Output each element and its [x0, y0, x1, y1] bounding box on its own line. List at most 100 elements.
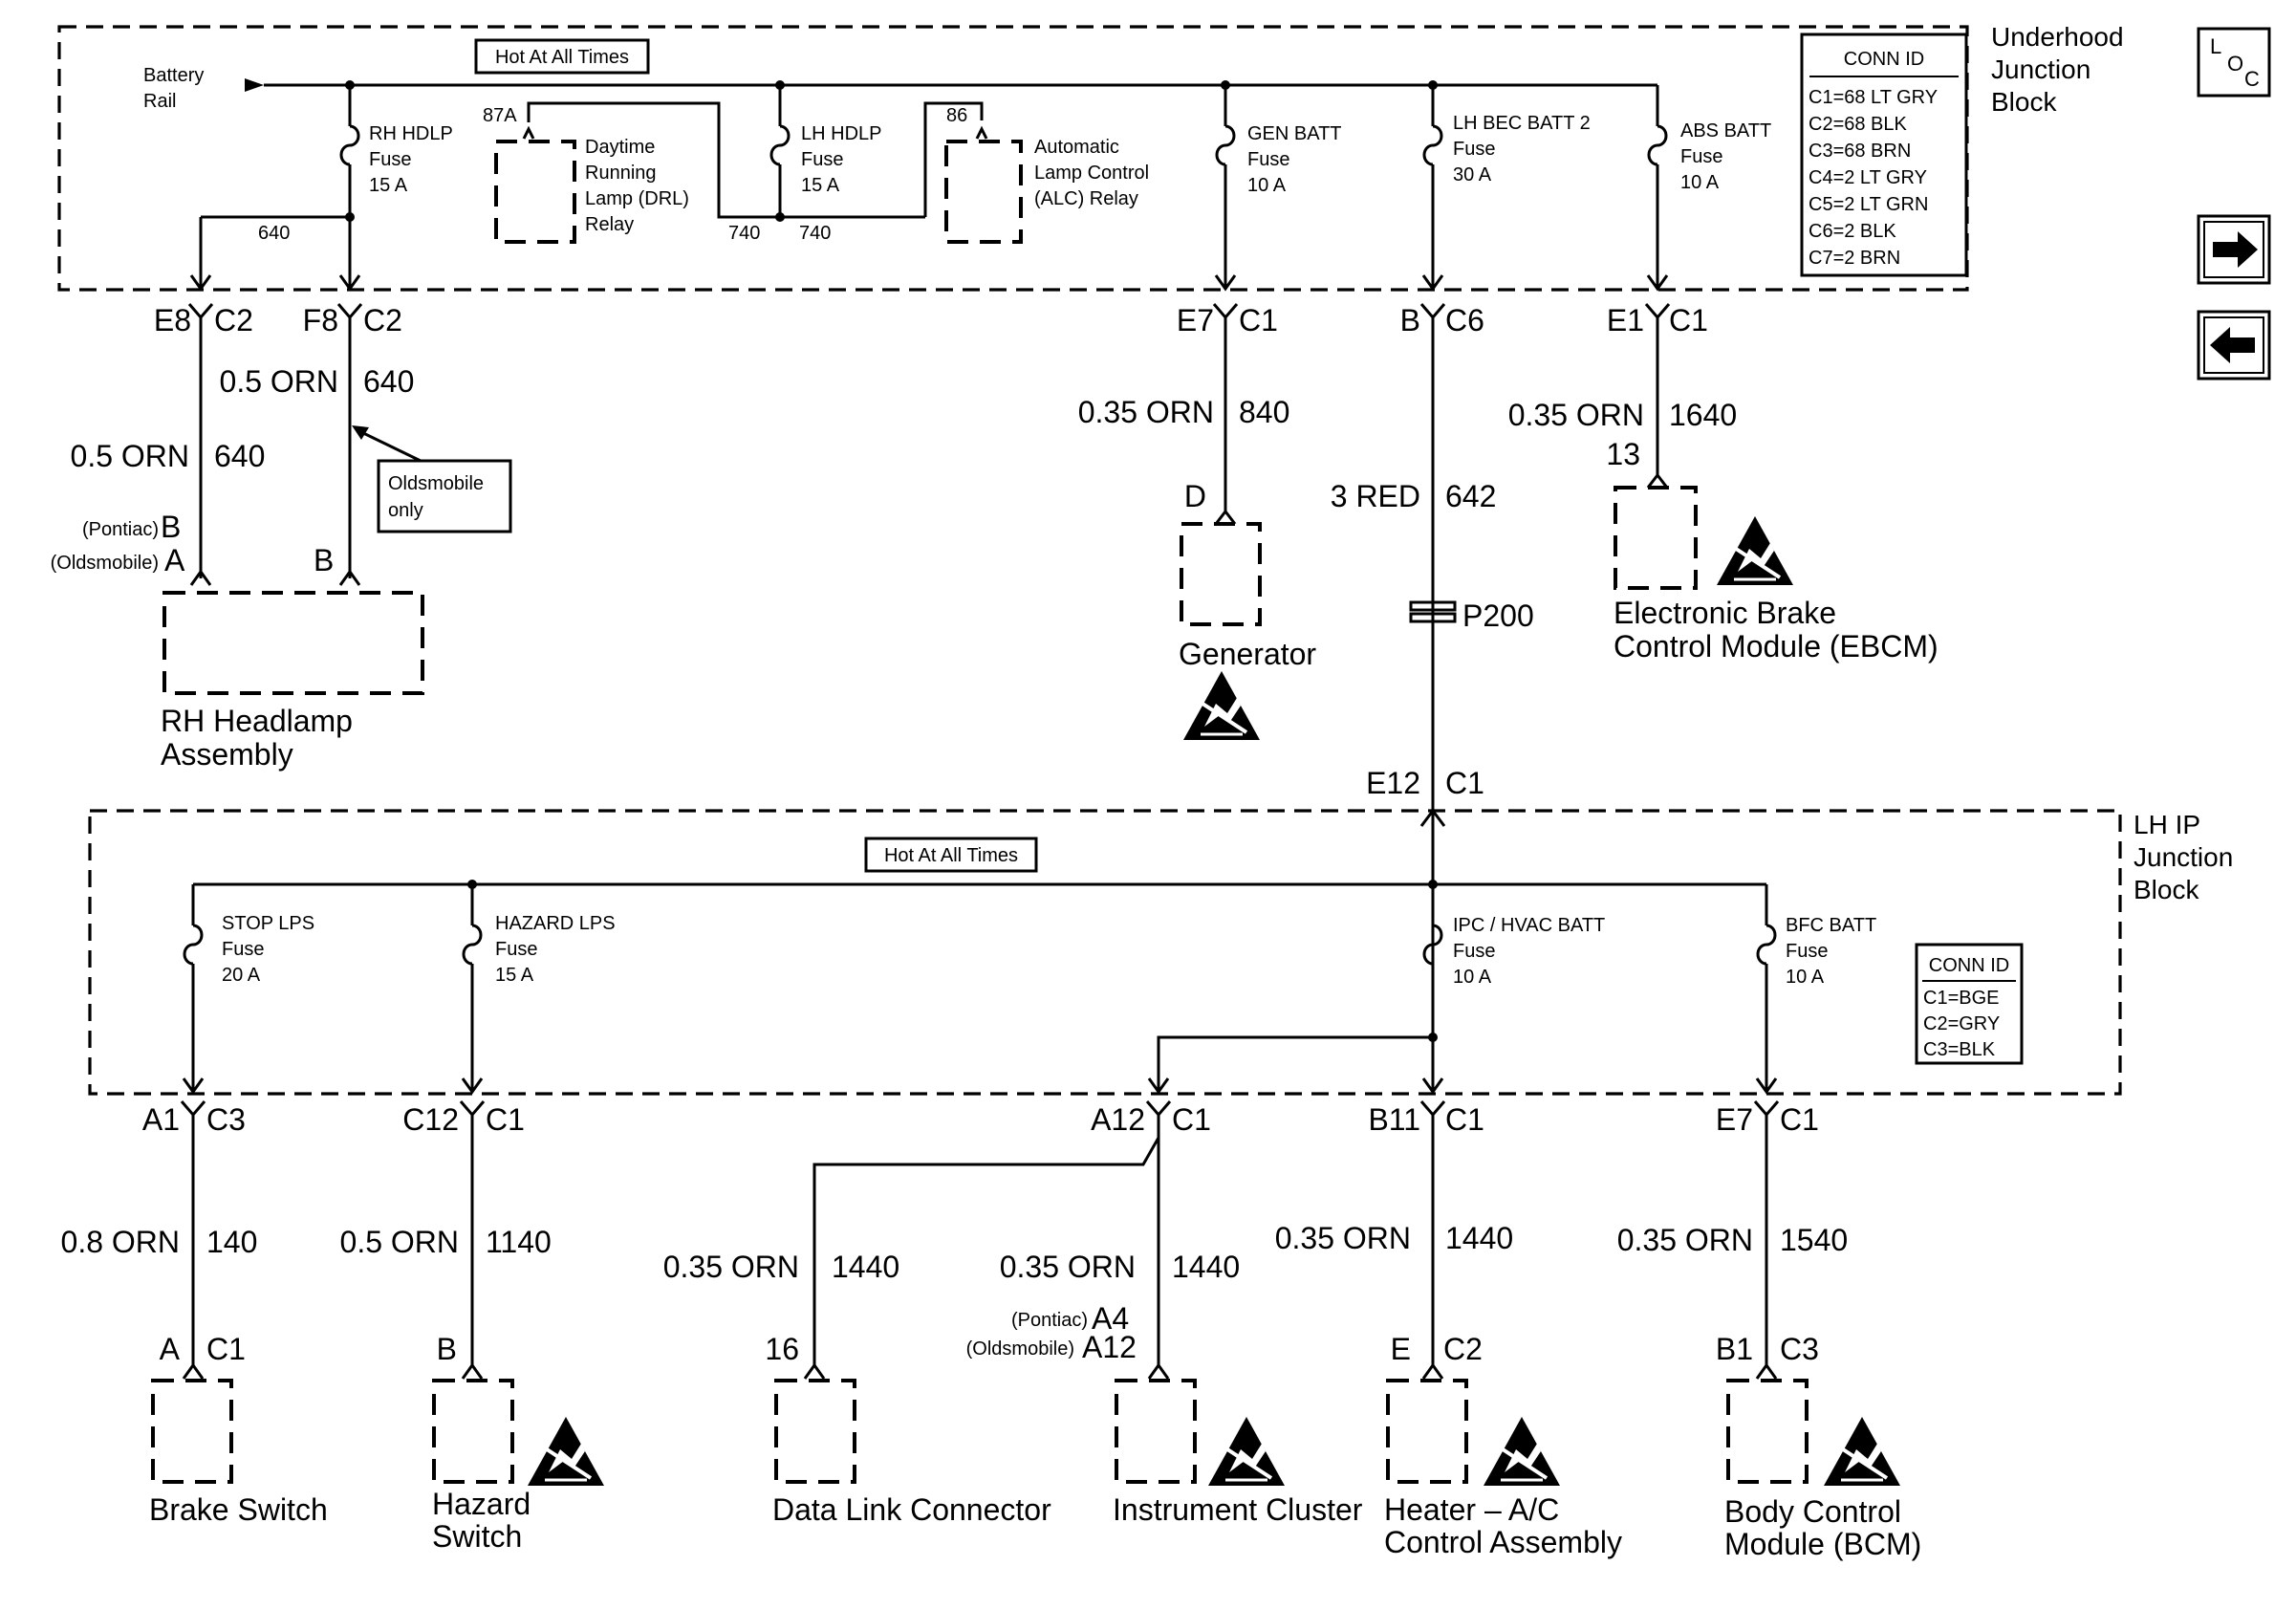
hvac-conn: C2: [1443, 1332, 1483, 1366]
wire-c12-gauge: 0.5 ORN: [340, 1225, 459, 1259]
previous-page-button[interactable]: [2197, 310, 2271, 381]
wire-dlc-circuit: 1440: [832, 1250, 899, 1284]
fuse-ipc-hvac-3: 10 A: [1453, 967, 1492, 988]
loc-letter-o: O: [2227, 52, 2243, 76]
esd-warning-icon: [1715, 514, 1795, 587]
loc-letter-c: C: [2244, 67, 2260, 91]
wire-f8-circuit: 640: [363, 364, 414, 399]
fuse-ipc-hvac-2: Fuse: [1453, 941, 1495, 962]
fuse-stop-lps-2: Fuse: [222, 939, 264, 960]
fuse-gen-batt-2: Fuse: [1247, 149, 1289, 170]
generator-pin: D: [1184, 479, 1206, 513]
drl-relay-pin: 87A: [483, 105, 517, 126]
p200-label: P200: [1462, 598, 1534, 633]
conn-id-row-6: C6=2 BLK: [1809, 221, 1896, 242]
rh-headlamp-pin-b2: B: [314, 543, 334, 577]
hvac-name-1: Heater – A/C: [1384, 1492, 1559, 1527]
dlc-pin: 16: [765, 1332, 799, 1366]
lhip-junction-block: [88, 809, 2122, 1096]
battery-rail-label-1: Battery: [143, 65, 204, 86]
conn-f8-conn: C2: [363, 303, 402, 337]
hazard-switch-pin: B: [437, 1332, 457, 1366]
conn-e7-upper-conn: C1: [1239, 303, 1278, 337]
lhip-hot-box: [864, 837, 1038, 873]
ebcm: [1614, 486, 1698, 590]
rh-headlamp-pin-b: B: [161, 510, 181, 544]
left-arrow-icon: [2210, 327, 2255, 363]
wire-a1-gauge: 0.8 ORN: [61, 1225, 180, 1259]
bcm-name-1: Body Control: [1724, 1494, 1901, 1529]
drl-relay-3: Lamp (DRL): [585, 188, 689, 209]
battery-rail-label-2: Rail: [143, 91, 176, 112]
drl-relay-4: Relay: [585, 214, 634, 235]
fuse-abs-batt-2: Fuse: [1680, 146, 1722, 167]
rh-headlamp-oldsmobile: (Oldsmobile): [51, 553, 159, 574]
conn-e7-lower-conn: C1: [1780, 1102, 1819, 1137]
instrument-cluster: [1115, 1379, 1197, 1484]
fuse-hazard-lps-2: Fuse: [495, 939, 537, 960]
conn-a1-conn: C3: [206, 1102, 246, 1137]
hazard-switch-name-2: Switch: [432, 1519, 522, 1554]
conn-id-row-5: C5=2 LT GRN: [1809, 194, 1928, 215]
lhip-conn-row-1: C1=BGE: [1923, 988, 1999, 1009]
fuse-rh-hdlp-2: Fuse: [369, 149, 411, 170]
conn-c12-conn: C1: [486, 1102, 525, 1137]
lhip-input-pin: E12: [1366, 766, 1420, 800]
drl-relay-2: Running: [585, 163, 657, 184]
fuse-lh-bec-2: Fuse: [1453, 139, 1495, 160]
data-link-connector: [774, 1379, 856, 1484]
lhip-conn-row-3: C3=BLK: [1923, 1039, 1996, 1060]
hazard-switch-name-1: Hazard: [432, 1487, 531, 1521]
conn-id-row-3: C3=68 BRN: [1809, 141, 1911, 162]
bcm-pin: B1: [1716, 1332, 1753, 1366]
bcm-conn: C3: [1780, 1332, 1819, 1366]
rh-headlamp-pin-a: A: [164, 543, 185, 577]
conn-f8-pin: F8: [303, 303, 338, 337]
ipc-pin-a4: A4: [1092, 1301, 1129, 1336]
oldsmobile-note-1: Oldsmobile: [388, 473, 484, 494]
brake-switch: [151, 1379, 233, 1484]
fuse-lh-hdlp-3: 15 A: [801, 175, 840, 196]
fuse-hazard-lps-1: HAZARD LPS: [495, 913, 616, 934]
fuse-bfc-batt-1: BFC BATT: [1786, 915, 1876, 936]
circuit-640-internal: 640: [258, 223, 290, 244]
fuse-lh-bec-1: LH BEC BATT 2: [1453, 113, 1591, 134]
fuse-gen-batt-3: 10 A: [1247, 175, 1287, 196]
loc-button[interactable]: L O C: [2197, 27, 2271, 98]
underhood-title-line1: Underhood: [1991, 22, 2124, 52]
esd-warning-icon: [1482, 1415, 1562, 1488]
loc-letter-l: L: [2210, 34, 2221, 58]
conn-b11-pin: B11: [1368, 1102, 1420, 1137]
alc-relay-pin: 86: [946, 105, 967, 126]
generator: [1180, 522, 1262, 626]
alc-relay-3: (ALC) Relay: [1034, 188, 1138, 209]
right-arrow-icon: [2213, 231, 2258, 268]
conn-id-row-4: C4=2 LT GRY: [1809, 167, 1927, 188]
conn-id-row-2: C2=68 BLK: [1809, 114, 1908, 135]
hazard-switch: [432, 1379, 514, 1484]
alc-relay: [944, 140, 1023, 244]
conn-a12-conn: C1: [1172, 1102, 1211, 1137]
underhood-conn-id: [1800, 33, 1968, 277]
lhip-input-conn: C1: [1445, 766, 1484, 800]
wire-e1-circuit: 1640: [1669, 398, 1737, 432]
wire-hvac-gauge: 0.35 ORN: [1275, 1221, 1411, 1255]
fuse-stop-lps-1: STOP LPS: [222, 913, 314, 934]
fuse-hazard-lps-3: 15 A: [495, 965, 534, 986]
underhood-hot-label: Hot At All Times: [495, 47, 629, 68]
fuse-gen-batt-1: GEN BATT: [1247, 123, 1342, 144]
wire-bcm-circuit: 1540: [1780, 1223, 1848, 1257]
esd-warning-icon: [1181, 669, 1262, 742]
fuse-lh-bec-3: 30 A: [1453, 164, 1492, 185]
callout-arrow-icon: [352, 425, 369, 440]
next-page-button[interactable]: [2197, 214, 2271, 285]
wire-e8-gauge: 0.5 ORN: [71, 439, 189, 473]
circuit-740-b: 740: [799, 223, 831, 244]
oldsmobile-note-2: only: [388, 500, 423, 521]
fuse-rh-hdlp-1: RH HDLP: [369, 123, 453, 144]
brake-switch-conn: C1: [206, 1332, 246, 1366]
lhip-title-line3: Block: [2134, 875, 2199, 904]
fuse-lh-hdlp-1: LH HDLP: [801, 123, 881, 144]
conn-b-conn: C6: [1445, 303, 1484, 337]
